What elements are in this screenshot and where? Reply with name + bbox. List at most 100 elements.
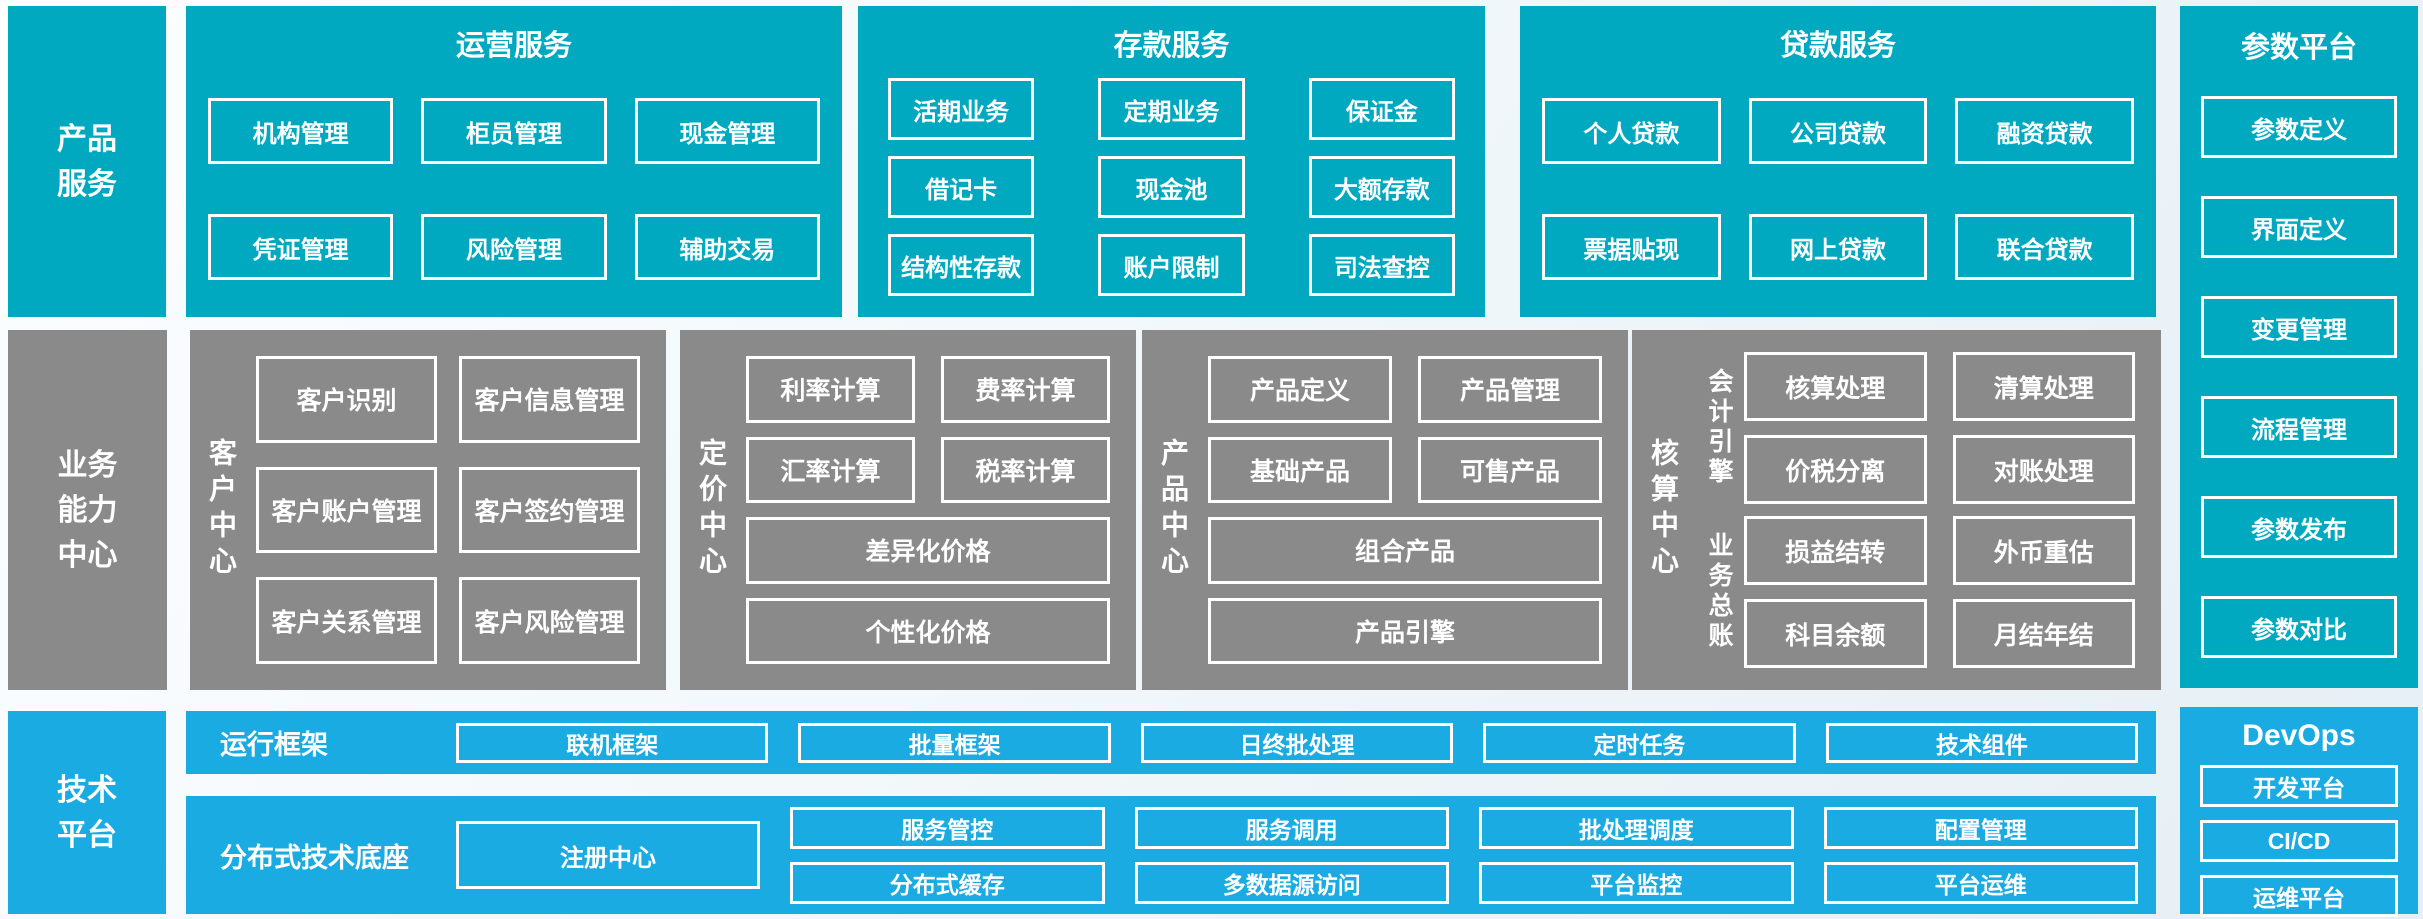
- business-ledger-grid: 损益结转 外币重估 科目余额 月结年结: [1744, 516, 2135, 668]
- operations-grid: 机构管理 柜员管理 现金管理 凭证管理 风险管理 辅助交易: [208, 98, 820, 280]
- loan-title: 贷款服务: [1779, 30, 1896, 62]
- loan-item: 个人贷款: [1542, 98, 1721, 164]
- section-accounting-center: 核算中心 会计引擎 核算处理 清算处理 价税分离 对账处理 业务总账 损益结转 …: [1632, 330, 2161, 690]
- customer-center-item: 客户账户管理: [256, 466, 437, 554]
- operations-item: 机构管理: [208, 98, 394, 164]
- operations-item: 辅助交易: [634, 214, 820, 280]
- pricing-center-grid: 利率计算 费率计算 汇率计算 税率计算 差异化价格 个性化价格: [746, 356, 1110, 664]
- distributed-base-grid: 服务管控 服务调用 批处理调度 配置管理 分布式缓存 多数据源访问 平台监控 平…: [790, 806, 2138, 904]
- distributed-base-title: 分布式技术底座: [220, 842, 409, 873]
- runtime-item: 定时任务: [1483, 722, 1796, 763]
- accounting-engine-label: 会计引擎: [1705, 368, 1733, 488]
- parameter-platform-item: 变更管理: [2201, 296, 2397, 358]
- product-center-item: 可售产品: [1418, 436, 1602, 503]
- parameter-platform-item: 流程管理: [2201, 396, 2397, 458]
- deposit-grid: 活期业务 定期业务 保证金 借记卡 现金池 大额存款 结构性存款 账户限制 司法…: [888, 78, 1455, 296]
- runtime-item: 批量框架: [798, 722, 1111, 763]
- operations-item: 柜员管理: [421, 98, 607, 164]
- loan-grid: 个人贷款 公司贷款 融资贷款 票据贴现 网上贷款 联合贷款: [1542, 98, 2134, 280]
- operations-item: 风险管理: [421, 214, 607, 280]
- pricing-center-title: 定价中心: [696, 438, 727, 582]
- pricing-center-item-wide: 个性化价格: [746, 597, 1110, 664]
- devops-item: CI/CD: [2200, 820, 2398, 862]
- product-center-item-wide: 产品引擎: [1208, 597, 1602, 664]
- product-center-item: 产品定义: [1208, 356, 1392, 423]
- customer-center-item: 客户签约管理: [459, 466, 640, 554]
- section-devops: DevOps 开发平台 CI/CD 运维平台: [2180, 707, 2418, 917]
- distributed-base-item: 服务管控: [790, 806, 1105, 849]
- section-customer-center: 客户中心 客户识别 客户信息管理 客户账户管理 客户签约管理 客户关系管理 客户…: [190, 330, 666, 690]
- section-loan-services: 贷款服务 个人贷款 公司贷款 融资贷款 票据贴现 网上贷款 联合贷款: [1520, 6, 2156, 317]
- accounting-center-groups: 会计引擎 核算处理 清算处理 价税分离 对账处理 业务总账 损益结转 外币重估 …: [1694, 352, 2135, 668]
- accounting-engine-grid: 核算处理 清算处理 价税分离 对账处理: [1744, 352, 2135, 504]
- pricing-center-item-wide: 差异化价格: [746, 517, 1110, 584]
- customer-center-item: 客户关系管理: [256, 577, 437, 664]
- customer-center-item: 客户风险管理: [459, 577, 640, 664]
- distributed-base-item: 平台运维: [1823, 861, 2138, 904]
- pricing-center-item: 费率计算: [941, 356, 1110, 423]
- deposit-item: 现金池: [1098, 156, 1245, 218]
- accounting-group-ledger: 业务总账 损益结转 外币重估 科目余额 月结年结: [1694, 516, 2135, 668]
- accounting-item: 价税分离: [1744, 435, 1927, 504]
- accounting-item: 清算处理: [1952, 352, 2135, 421]
- deposit-item: 大额存款: [1308, 156, 1455, 218]
- product-center-item: 产品管理: [1418, 356, 1602, 423]
- section-product-center: 产品中心 产品定义 产品管理 基础产品 可售产品 组合产品 产品引擎: [1142, 330, 1628, 690]
- loan-item: 网上贷款: [1748, 214, 1928, 280]
- deposit-title: 存款服务: [1113, 30, 1230, 62]
- customer-center-item: 客户信息管理: [459, 356, 640, 443]
- distributed-base-item: 平台监控: [1479, 861, 1794, 904]
- registry-center-box: 注册中心: [456, 821, 760, 889]
- operations-item: 凭证管理: [208, 214, 394, 280]
- product-center-item-wide: 组合产品: [1208, 517, 1602, 584]
- accounting-center-title: 核算中心: [1648, 438, 1679, 582]
- loan-item: 票据贴现: [1542, 214, 1721, 280]
- distributed-base-item: 配置管理: [1823, 806, 2138, 849]
- loan-item: 公司贷款: [1748, 98, 1928, 164]
- pricing-center-item: 汇率计算: [746, 436, 915, 503]
- bar-distributed-base: 分布式技术底座 注册中心 服务管控 服务调用 批处理调度 配置管理 分布式缓存 …: [186, 796, 2156, 914]
- accounting-item: 对账处理: [1952, 435, 2135, 504]
- operations-title: 运营服务: [455, 30, 572, 62]
- accounting-item: 核算处理: [1744, 352, 1927, 421]
- product-center-grid: 产品定义 产品管理 基础产品 可售产品 组合产品 产品引擎: [1208, 356, 1602, 664]
- deposit-item: 定期业务: [1098, 78, 1245, 140]
- deposit-item: 借记卡: [888, 156, 1035, 218]
- accounting-item: 月结年结: [1952, 599, 2135, 668]
- runtime-framework-title: 运行框架: [220, 730, 328, 760]
- loan-item: 联合贷款: [1955, 214, 2134, 280]
- parameter-platform-stack: 参数定义 界面定义 变更管理 流程管理 参数发布 参数对比: [2201, 96, 2397, 658]
- loan-item: 融资贷款: [1955, 98, 2134, 164]
- deposit-item: 账户限制: [1098, 234, 1245, 296]
- section-deposit-services: 存款服务 活期业务 定期业务 保证金 借记卡 现金池 大额存款 结构性存款 账户…: [858, 6, 1485, 317]
- deposit-item: 活期业务: [888, 78, 1035, 140]
- pricing-center-item: 税率计算: [941, 436, 1110, 503]
- parameter-platform-item: 界面定义: [2201, 196, 2397, 258]
- parameter-platform-item: 参数对比: [2201, 596, 2397, 658]
- section-parameter-platform: 参数平台 参数定义 界面定义 变更管理 流程管理 参数发布 参数对比: [2180, 6, 2418, 688]
- deposit-item: 司法查控: [1308, 234, 1455, 296]
- operations-item: 现金管理: [634, 98, 820, 164]
- distributed-base-item: 服务调用: [1134, 806, 1449, 849]
- runtime-framework-items: 联机框架 批量框架 日终批处理 定时任务 技术组件: [456, 722, 2139, 763]
- accounting-item: 科目余额: [1744, 599, 1927, 668]
- row-label-tech-platform: 技术 平台: [8, 711, 166, 914]
- product-center-item: 基础产品: [1208, 436, 1392, 503]
- deposit-item: 保证金: [1308, 78, 1455, 140]
- runtime-item: 联机框架: [456, 722, 769, 763]
- section-pricing-center: 定价中心 利率计算 费率计算 汇率计算 税率计算 差异化价格 个性化价格: [680, 330, 1136, 690]
- devops-item: 运维平台: [2200, 875, 2398, 917]
- product-center-title: 产品中心: [1158, 438, 1189, 582]
- bar-runtime-framework: 运行框架 联机框架 批量框架 日终批处理 定时任务 技术组件: [186, 711, 2156, 774]
- accounting-item: 外币重估: [1952, 516, 2135, 585]
- accounting-group-engine: 会计引擎 核算处理 清算处理 价税分离 对账处理: [1694, 352, 2135, 504]
- business-ledger-label: 业务总账: [1705, 532, 1733, 652]
- customer-center-grid: 客户识别 客户信息管理 客户账户管理 客户签约管理 客户关系管理 客户风险管理: [256, 356, 640, 664]
- devops-item: 开发平台: [2200, 765, 2398, 807]
- row-label-business-capability-center: 业务 能力 中心: [8, 330, 167, 690]
- parameter-platform-item: 参数定义: [2201, 96, 2397, 158]
- runtime-item: 日终批处理: [1140, 722, 1454, 763]
- distributed-base-item: 多数据源访问: [1134, 861, 1449, 904]
- accounting-item: 损益结转: [1744, 516, 1927, 585]
